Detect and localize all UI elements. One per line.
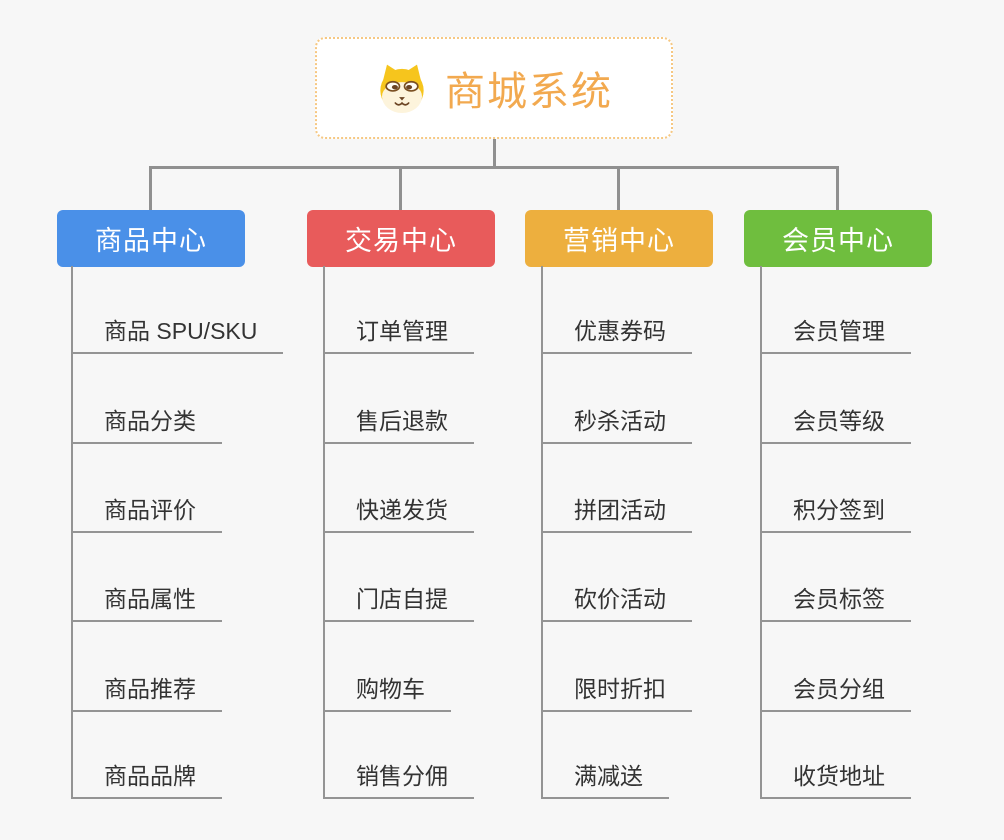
connector-drop-branch-1: [149, 166, 152, 211]
leaf-node-spend-save[interactable]: 满减送: [541, 759, 669, 799]
leaf-node-order-management[interactable]: 订单管理: [323, 314, 474, 354]
connector-horizontal: [149, 166, 839, 169]
leaf-node-store-pickup[interactable]: 门店自提: [323, 582, 474, 622]
leaf-node-coupon-code[interactable]: 优惠券码: [541, 314, 692, 354]
leaf-node-member-level[interactable]: 会员等级: [760, 404, 911, 444]
leaf-node-shipping-address[interactable]: 收货地址: [760, 759, 911, 799]
connector-drop-branch-2: [399, 166, 402, 211]
leaf-node-product-review[interactable]: 商品评价: [71, 493, 222, 533]
leaf-node-product-recommend[interactable]: 商品推荐: [71, 672, 222, 712]
leaf-node-member-group[interactable]: 会员分组: [760, 672, 911, 712]
leaf-node-product-attribute[interactable]: 商品属性: [71, 582, 222, 622]
connector-root-drop: [493, 139, 496, 168]
shiba-dog-icon: [375, 63, 429, 113]
leaf-node-aftersale-refund[interactable]: 售后退款: [323, 404, 474, 444]
root-title: 商城系统: [445, 70, 613, 114]
root-node-mall-system[interactable]: 商城系统: [315, 37, 673, 139]
leaf-node-bargain-activity[interactable]: 砍价活动: [541, 582, 692, 622]
leaf-node-product-brand[interactable]: 商品品牌: [71, 759, 222, 799]
connector-drop-branch-4: [836, 166, 839, 211]
leaf-node-member-tag[interactable]: 会员标签: [760, 582, 911, 622]
leaf-node-express-delivery[interactable]: 快递发货: [323, 493, 474, 533]
leaf-node-points-checkin[interactable]: 积分签到: [760, 493, 911, 533]
leaf-node-product-spu-sku[interactable]: 商品 SPU/SKU: [71, 314, 284, 354]
branch-node-member-center[interactable]: 会员中心: [744, 210, 932, 267]
branch-node-marketing-center[interactable]: 营销中心: [525, 210, 713, 267]
leaf-node-flash-sale[interactable]: 秒杀活动: [541, 404, 692, 444]
leaf-node-group-buy[interactable]: 拼团活动: [541, 493, 692, 533]
leaf-node-product-category[interactable]: 商品分类: [71, 404, 222, 444]
leaf-node-shopping-cart[interactable]: 购物车: [323, 672, 451, 712]
branch-node-trade-center[interactable]: 交易中心: [307, 210, 495, 267]
branch-node-product-center[interactable]: 商品中心: [57, 210, 245, 267]
leaf-node-member-management[interactable]: 会员管理: [760, 314, 911, 354]
leaf-node-limited-discount[interactable]: 限时折扣: [541, 672, 692, 712]
connector-drop-branch-3: [617, 166, 620, 211]
leaf-node-sales-commission[interactable]: 销售分佣: [323, 759, 474, 799]
